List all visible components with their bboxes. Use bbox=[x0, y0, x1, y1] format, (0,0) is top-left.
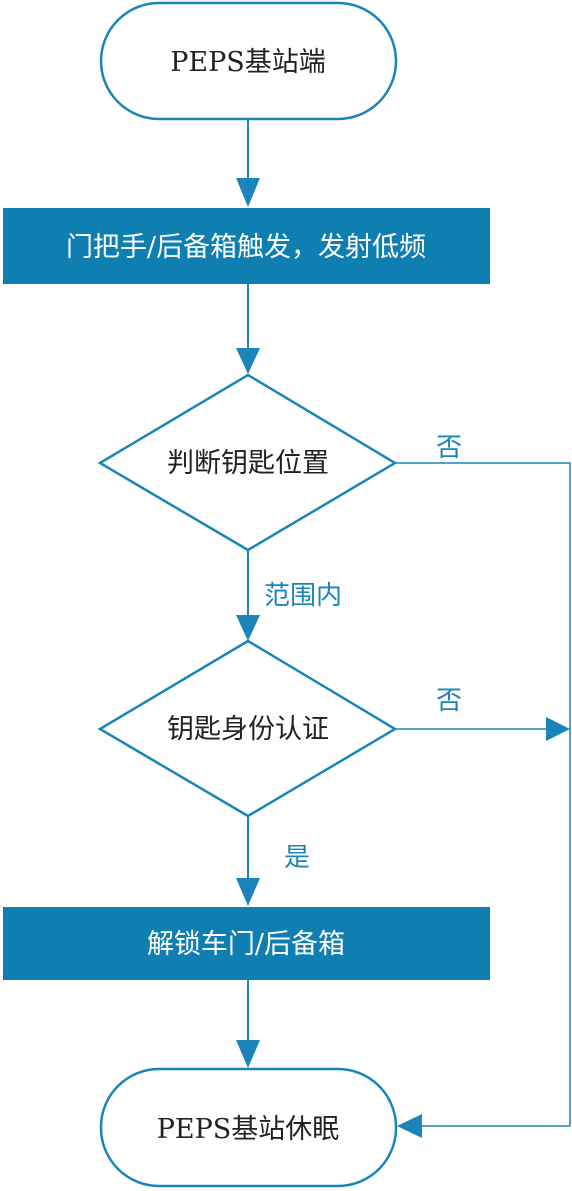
edge-label-in-range: 范围内 bbox=[264, 581, 342, 611]
arrowhead-unlock bbox=[236, 878, 260, 906]
edge-label-auth-no: 否 bbox=[436, 686, 462, 716]
authenticate-label: 钥匙身份认证 bbox=[167, 714, 329, 745]
arrowhead-return bbox=[397, 1114, 422, 1138]
arrowhead-end bbox=[236, 1040, 260, 1068]
end-terminal bbox=[99, 1067, 398, 1188]
arrowhead-auth-no bbox=[546, 717, 570, 741]
edge-label-check-no: 否 bbox=[436, 433, 462, 463]
trigger-process bbox=[3, 208, 490, 284]
arrowhead-check bbox=[236, 348, 260, 374]
arrowhead-trigger bbox=[236, 178, 260, 207]
trigger-label: 门把手/后备箱触发，发射低频 bbox=[66, 232, 426, 263]
arrowhead-auth bbox=[236, 615, 260, 641]
start-label: PEPS基站端 bbox=[170, 47, 326, 78]
unlock-process bbox=[3, 907, 490, 980]
connector-check-no bbox=[395, 462, 571, 1126]
edge-label-yes: 是 bbox=[284, 843, 310, 873]
unlock-label: 解锁车门/后备箱 bbox=[147, 929, 345, 960]
end-label: PEPS基站休眠 bbox=[157, 1114, 340, 1145]
check-position-label: 判断钥匙位置 bbox=[167, 448, 329, 479]
